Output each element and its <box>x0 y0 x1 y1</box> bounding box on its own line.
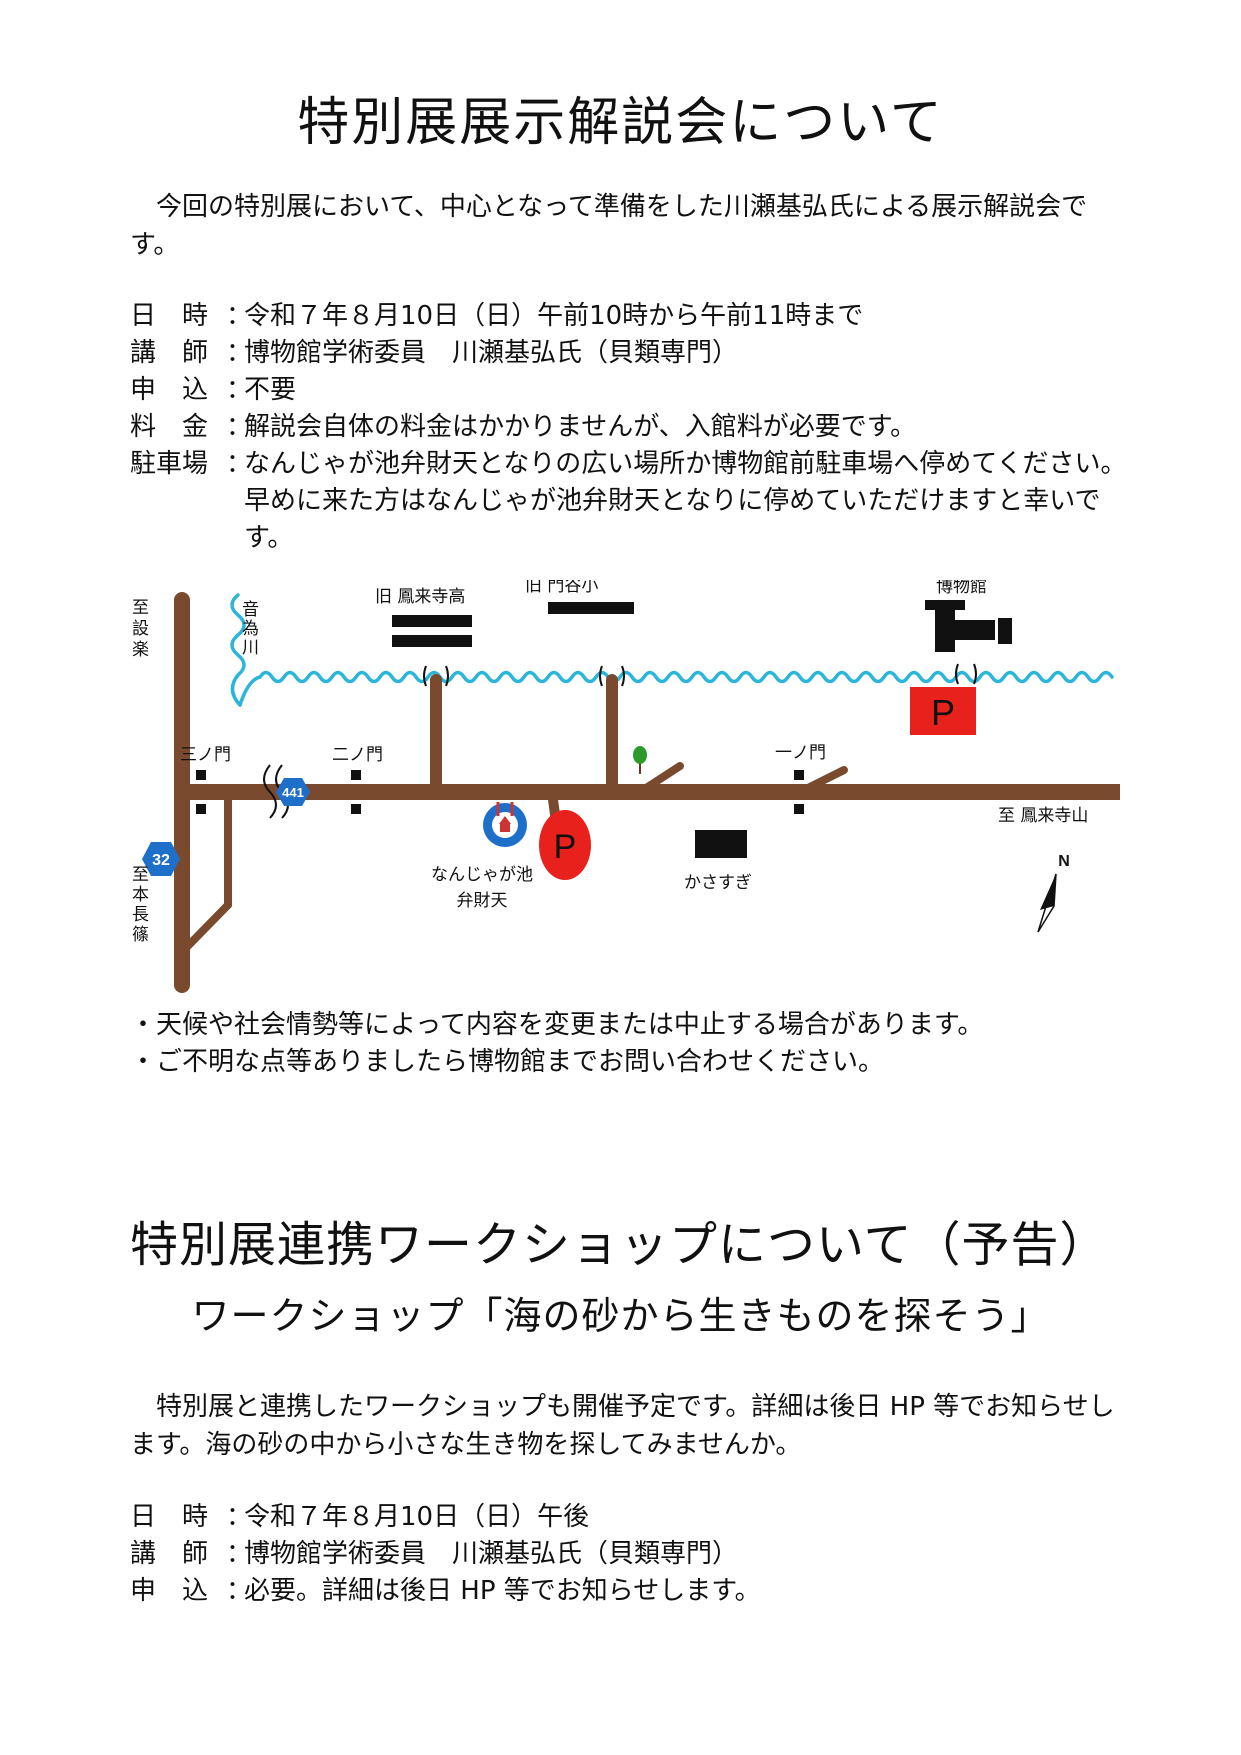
museum-building <box>925 600 1012 652</box>
workshop-row-datetime: 日 時 ： 令和７年８月10日（日）午後 <box>130 1499 1130 1536</box>
detail-value: なんじゃが池弁財天となりの広い場所か博物館前駐車場へ停めてください。早めに来た方… <box>244 449 1127 553</box>
detail-row-application: 申 込 ： 不要 <box>130 372 1130 409</box>
detail-value: 令和７年８月10日（日）午後 <box>244 1502 590 1532</box>
detail-value: 不要 <box>244 375 297 405</box>
intro-paragraph: 今回の特別展において、中心となって準備をした川瀬基弘氏による展示解説会です。 <box>130 192 1088 260</box>
river-source <box>230 593 246 707</box>
detail-value: 博物館学術委員 川瀬基弘氏（貝類専門） <box>244 338 739 368</box>
notes: ・天候や社会情勢等によって内容を変更または中止する場合があります。 ・ご不明な点… <box>130 1007 1130 1081</box>
detail-label: 申 込 <box>130 1576 209 1606</box>
bridge-marks <box>423 663 977 687</box>
label-old-elementary: 旧 門谷小 <box>525 580 598 596</box>
svg-text:441: 441 <box>282 785 304 800</box>
tree-icon <box>633 746 647 774</box>
detail-value: 必要。詳細は後日 HP 等でお知らせします。 <box>244 1576 761 1606</box>
detail-label: 講 師 <box>130 1539 209 1569</box>
label-sannomon: 三ノ門 <box>180 745 231 765</box>
page-title: 特別展展示解説会について <box>297 93 944 153</box>
label-kasasugi: かさすぎ <box>684 873 752 893</box>
side-road-near-tree <box>636 762 684 796</box>
parking-nanjagaike <box>539 810 591 880</box>
detail-row-datetime: 日 時 ： 令和７年８月10日（日）午前10時から午前11時まで <box>130 298 1130 335</box>
workshop-row-lecturer: 講 師 ： 博物館学術委員 川瀬基弘氏（貝類専門） <box>130 1536 1130 1573</box>
detail-value: 解説会自体の料金はかかりませんが、入館料が必要です。 <box>244 412 917 442</box>
workshop-title: 特別展連携ワークショップについて（予告） <box>130 1217 1109 1273</box>
roads <box>174 592 1120 993</box>
label-to-horaijisan: 至 鳳来寺山 <box>998 806 1088 826</box>
label-museum: 博物館 <box>936 580 987 597</box>
workshop-intro: 特別展と連携したワークショップも開催予定です。詳細は後日 HP 等でお知らせしま… <box>130 1392 1115 1460</box>
detail-label: 申 込 <box>130 375 209 405</box>
label-ichinomon: 一ノ門 <box>775 743 826 763</box>
label-to-honnagashino: 至本長篠 <box>128 865 149 945</box>
label-benzaiten: 弁財天 <box>457 891 508 911</box>
route-441-sign: 441 <box>276 778 310 806</box>
workshop-row-application: 申 込 ： 必要。詳細は後日 HP 等でお知らせします。 <box>130 1573 1130 1610</box>
detail-label: 駐車場 <box>130 449 209 479</box>
gate-markers <box>196 770 804 814</box>
kasasugi-building <box>695 830 747 858</box>
label-to-shitara: 至設楽 <box>128 598 149 661</box>
label-old-high-school: 旧 鳳来寺高 <box>375 587 465 607</box>
access-map: P P 441 32 N 至設楽 音為川 至本 <box>120 580 1120 1000</box>
detail-label: 日 時 <box>130 1502 209 1532</box>
event-details: 日 時 ： 令和７年８月10日（日）午前10時から午前11時まで 講 師 ： 博… <box>130 298 1130 557</box>
workshop-details: 日 時 ： 令和７年８月10日（日）午後 講 師 ： 博物館学術委員 川瀬基弘氏… <box>130 1499 1130 1610</box>
detail-label: 日 時 <box>130 301 209 331</box>
river-line <box>238 670 1114 707</box>
parking-museum <box>910 687 976 735</box>
detail-row-fee: 料 金 ： 解説会自体の料金はかかりませんが、入館料が必要です。 <box>130 409 1130 446</box>
nanjagaike-pond-icon <box>483 802 527 847</box>
side-road-diagonal-b <box>178 901 232 956</box>
north-arrow-icon: N <box>1037 853 1070 933</box>
note-item: ・ご不明な点等ありましたら博物館までお問い合わせください。 <box>130 1047 885 1077</box>
parking-nanjagaike-label: P <box>554 828 577 866</box>
old-elementary-bar <box>548 602 634 614</box>
label-ninomon: 二ノ門 <box>332 745 383 765</box>
detail-value: 博物館学術委員 川瀬基弘氏（貝類専門） <box>244 1539 739 1569</box>
detail-value: 令和７年８月10日（日）午前10時から午前11時まで <box>244 301 864 331</box>
detail-label: 講 師 <box>130 338 209 368</box>
old-high-school-bar-1 <box>392 615 472 627</box>
route-32-sign: 32 <box>142 842 180 876</box>
side-road-ichinomon <box>796 766 848 796</box>
detail-row-lecturer: 講 師 ： 博物館学術委員 川瀬基弘氏（貝類専門） <box>130 335 1130 372</box>
label-nanjagaike: なんじゃが池 <box>431 865 533 885</box>
label-otowa-river: 音為川 <box>238 600 259 657</box>
parking-museum-label: P <box>931 692 955 733</box>
svg-text:N: N <box>1058 853 1070 870</box>
access-map-svg: P P 441 32 N 至設楽 音為川 至本 <box>128 580 1120 993</box>
old-high-school-bar-2 <box>392 635 472 647</box>
detail-row-parking: 駐車場 ： なんじゃが池弁財天となりの広い場所か博物館前駐車場へ停めてください。… <box>130 446 1130 557</box>
svg-text:32: 32 <box>152 852 170 869</box>
workshop-subtitle: ワークショップ「海の砂から生きものを探そう」 <box>191 1294 1050 1338</box>
note-item: ・天候や社会情勢等によって内容を変更または中止する場合があります。 <box>130 1010 984 1040</box>
detail-label: 料 金 <box>130 412 209 442</box>
